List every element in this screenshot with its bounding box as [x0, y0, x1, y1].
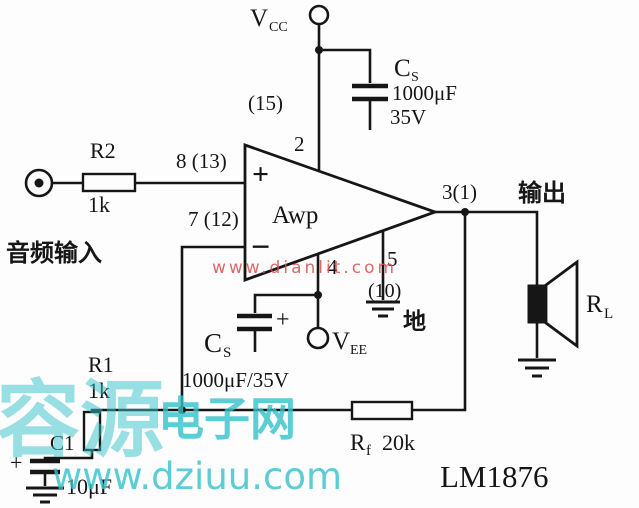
resistor-r1-icon — [82, 410, 102, 452]
vee-label-sub: EE — [350, 343, 367, 358]
input-section: R2 1k 8 (13) 音频输入 — [6, 138, 245, 267]
rf-name-sub: f — [366, 443, 371, 459]
opamp-triangle-icon — [243, 143, 440, 282]
pin4-label: 4 — [327, 255, 338, 279]
vcc-junction-dot — [315, 46, 323, 54]
r2-value: 1k — [88, 192, 110, 217]
pin3-label: 3(1) — [442, 180, 477, 204]
opamp-section: + − Awp 7 (12) — [180, 143, 440, 410]
vee-label: V — [332, 328, 350, 355]
speaker-cone-icon — [544, 259, 579, 349]
resistor-r2-icon — [81, 172, 137, 193]
cs-bottom-polarity: + — [276, 307, 290, 333]
ground-label: 地 — [403, 309, 426, 334]
cs-bottom-name: C — [204, 328, 222, 358]
speaker-ground-icon — [518, 358, 556, 378]
rl-name: R — [586, 291, 603, 318]
vee-section: 4 + C S 1000μF/35V V EE 5 (10) 地 — [182, 231, 426, 392]
pin5-ground-icon — [366, 300, 400, 318]
pin8-label: 8 (13) — [176, 149, 227, 173]
output-label: 输出 — [518, 179, 566, 207]
noninverting-plus-icon: + — [252, 158, 269, 191]
chip-title: LM1876 — [440, 459, 549, 494]
audio-input-label: 音频输入 — [6, 239, 102, 267]
audio-input-terminal-dot — [34, 178, 44, 188]
c1-polarity: + — [10, 450, 22, 475]
cs-top-value: 1000μF — [392, 81, 457, 105]
c1-value: 10μF — [66, 474, 112, 499]
pin5-label: 5 — [387, 247, 398, 271]
rf-value: 20k — [382, 430, 415, 455]
vcc-label-sub: CC — [269, 20, 288, 35]
vcc-terminal-icon — [308, 4, 330, 26]
inverting-minus-icon: − — [251, 229, 270, 266]
rl-name-sub: L — [604, 306, 613, 322]
pin7-label: 7 (12) — [188, 207, 239, 231]
r1-value: 1k — [88, 378, 110, 403]
c1-name: C1 — [50, 431, 75, 455]
pin15-label: (15) — [248, 91, 283, 115]
speaker-magnet-icon — [527, 284, 547, 324]
c1-ground-icon — [26, 486, 64, 504]
cs-top-capacitor-icon — [352, 83, 388, 102]
cs-bottom-name-sub: S — [223, 345, 231, 361]
cs-bottom-value: 1000μF/35V — [182, 368, 289, 392]
output-wire — [435, 210, 539, 358]
r2-name: R2 — [90, 138, 116, 163]
inverting-input-wire — [180, 245, 245, 410]
cs-top-name-sub: S — [411, 70, 419, 85]
vcc-label: V — [250, 5, 268, 32]
vee-terminal-icon — [306, 326, 330, 350]
resistor-rf-icon — [350, 400, 414, 421]
cs-top-name: C — [394, 55, 411, 82]
feedback-section: R f 20k R1 1k + C1 10μF — [10, 212, 467, 504]
cs-top-voltage: 35V — [390, 105, 426, 129]
pin10-label: (10) — [368, 280, 401, 302]
opamp-name: Awp — [272, 202, 318, 229]
cs-bottom-capacitor-icon — [237, 313, 272, 332]
cs-bottom-wire — [253, 293, 318, 352]
rf-name: R — [350, 430, 366, 455]
vcc-section: V CC (15) 2 C S 1000μF 35V — [248, 4, 457, 171]
feedback-wire — [182, 212, 467, 412]
pin2-label: 2 — [294, 132, 305, 156]
output-section: 3(1) 输出 R L — [435, 179, 613, 378]
capacitor-c1-icon — [30, 458, 60, 475]
r1-name: R1 — [88, 352, 114, 377]
